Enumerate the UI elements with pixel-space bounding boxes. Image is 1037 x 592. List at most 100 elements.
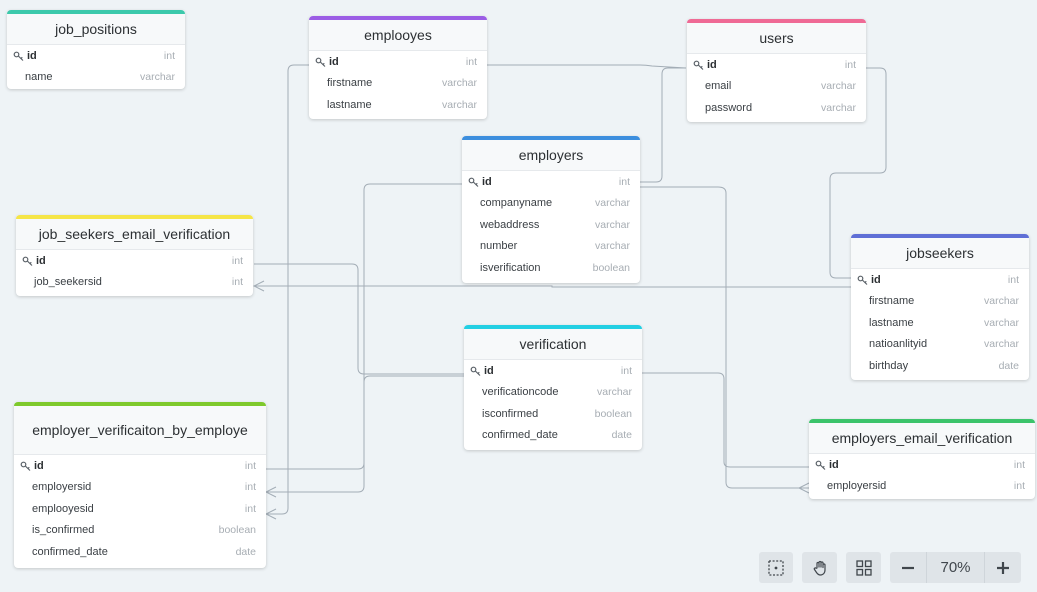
table-color-bar xyxy=(14,402,266,406)
table-verification[interactable]: verification id int verificationcode var… xyxy=(464,325,642,450)
field-row[interactable]: verificationcode varchar xyxy=(464,382,642,404)
arrange-button[interactable] xyxy=(846,552,881,583)
table-title: employer_verificaiton_by_employe xyxy=(14,406,266,455)
zoom-control: 70% xyxy=(890,552,1021,583)
table-jobseekers[interactable]: jobseekers id int firstname varchar last… xyxy=(851,234,1029,380)
field-name: is_confirmed xyxy=(32,524,95,537)
field-row[interactable]: id int xyxy=(309,51,487,73)
zoom-level[interactable]: 70% xyxy=(926,552,985,583)
field-type: varchar xyxy=(820,101,856,114)
key-icon xyxy=(693,60,704,70)
zoom-in-button[interactable] xyxy=(985,552,1021,583)
field-type: boolean xyxy=(592,261,630,274)
field-name: email xyxy=(705,80,732,93)
field-row[interactable]: emplooyesid int xyxy=(14,498,266,520)
field-type: varchar xyxy=(983,295,1019,308)
field-name: emplooyesid xyxy=(32,502,94,515)
table-title: users xyxy=(687,23,866,54)
field-row[interactable]: companyname varchar xyxy=(462,193,640,215)
field-row[interactable]: lastname varchar xyxy=(851,312,1029,334)
table-job-seekers-email-verification[interactable]: job_seekers_email_verification id int jo… xyxy=(16,215,253,296)
field-type: int xyxy=(1013,480,1025,493)
field-row[interactable]: id int xyxy=(462,171,640,193)
table-title: verification xyxy=(464,329,642,360)
field-row[interactable]: birthday date xyxy=(851,355,1029,377)
field-name: lastname xyxy=(327,98,372,111)
field-row[interactable]: id int xyxy=(7,45,185,67)
field-row[interactable]: id int xyxy=(687,54,866,76)
table-job-positions[interactable]: job_positions id int name varchar xyxy=(7,10,185,89)
key-icon xyxy=(13,51,24,61)
field-row[interactable]: lastname varchar xyxy=(309,94,487,116)
key-icon xyxy=(857,275,868,285)
table-emplooyes[interactable]: emplooyes id int firstname varchar lastn… xyxy=(309,16,487,119)
table-color-bar xyxy=(464,325,642,329)
field-type: varchar xyxy=(596,386,632,399)
rel-users-employers xyxy=(640,67,686,183)
field-row[interactable]: confirmed_date date xyxy=(464,425,642,447)
field-type: varchar xyxy=(594,197,630,210)
field-row[interactable]: id int xyxy=(464,360,642,382)
field-row[interactable]: employersid int xyxy=(14,477,266,499)
field-name: employersid xyxy=(32,481,92,494)
field-name: name xyxy=(25,71,53,84)
field-row[interactable]: isconfirmed boolean xyxy=(464,403,642,425)
rel-emplooyes-users xyxy=(487,64,687,69)
field-row[interactable]: confirmed_date date xyxy=(14,541,266,563)
field-row[interactable]: employersid int xyxy=(809,476,1035,498)
table-employers[interactable]: employers id int companyname varchar web… xyxy=(462,136,640,283)
field-type: int xyxy=(620,364,632,377)
key-icon xyxy=(468,177,479,187)
field-name: isconfirmed xyxy=(482,407,539,420)
field-row[interactable]: isverification boolean xyxy=(462,257,640,279)
rel-verification-eev xyxy=(642,372,809,468)
field-row[interactable]: id int xyxy=(16,250,253,272)
field-row[interactable]: webaddress varchar xyxy=(462,214,640,236)
field-name: natioanlityid xyxy=(869,338,928,351)
field-type: date xyxy=(998,359,1019,372)
field-name: isverification xyxy=(480,261,541,274)
field-row[interactable]: id int xyxy=(809,454,1035,476)
rel-emplooyes-evbe xyxy=(266,64,309,515)
field-name: id xyxy=(871,273,881,286)
field-row[interactable]: id int xyxy=(14,455,266,477)
zoom-out-button[interactable] xyxy=(890,552,926,583)
pan-button[interactable] xyxy=(802,552,837,583)
table-title: jobseekers xyxy=(851,238,1029,269)
table-employer-verificaiton-by-employe[interactable]: employer_verificaiton_by_employe id int … xyxy=(14,402,266,568)
rel-jobseekers-jsev xyxy=(254,285,851,288)
field-row[interactable]: id int xyxy=(851,269,1029,291)
crowfoot-eev-employersid xyxy=(797,482,810,494)
zoom-out-icon xyxy=(902,566,914,569)
field-type: date xyxy=(611,429,632,442)
field-row[interactable]: natioanlityid varchar xyxy=(851,334,1029,356)
field-row[interactable]: firstname varchar xyxy=(851,291,1029,313)
rel-employers-evbe xyxy=(266,183,462,493)
field-name: id xyxy=(329,55,339,68)
field-name: verificationcode xyxy=(482,386,559,399)
field-type: varchar xyxy=(820,80,856,93)
field-row[interactable]: number varchar xyxy=(462,236,640,258)
rel-verification-evbe xyxy=(266,375,464,470)
field-name: password xyxy=(705,101,753,114)
field-row[interactable]: is_confirmed boolean xyxy=(14,520,266,542)
field-row[interactable]: job_seekersid int xyxy=(16,272,253,294)
field-name: birthday xyxy=(869,359,909,372)
field-row[interactable]: email varchar xyxy=(687,76,866,98)
table-title: job_positions xyxy=(7,14,185,45)
field-row[interactable]: password varchar xyxy=(687,97,866,119)
table-title: employers xyxy=(462,140,640,171)
field-name: id xyxy=(36,254,46,267)
field-row[interactable]: firstname varchar xyxy=(309,73,487,95)
fit-view-button[interactable] xyxy=(759,552,793,583)
table-employers-email-verification[interactable]: employers_email_verification id int empl… xyxy=(809,419,1035,499)
rel-employers-eev xyxy=(640,186,809,489)
table-users[interactable]: users id int email varchar password varc… xyxy=(687,19,866,122)
field-type: varchar xyxy=(594,240,630,253)
field-name: confirmed_date xyxy=(32,545,108,558)
field-name: number xyxy=(480,240,518,253)
grid-icon xyxy=(855,559,872,576)
field-row[interactable]: name varchar xyxy=(7,67,185,89)
field-name: id xyxy=(829,458,839,471)
